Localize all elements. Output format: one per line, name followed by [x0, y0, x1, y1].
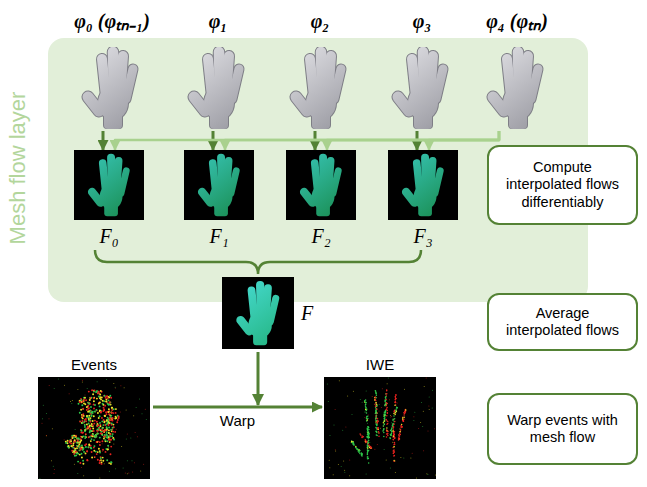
hand-mesh: φ₁	[186, 47, 250, 129]
event-image: Events	[38, 377, 150, 479]
flow-illustration	[222, 277, 294, 349]
image-title: Events	[71, 357, 117, 374]
hand-mesh: φ₃	[390, 47, 454, 129]
hand-illustration	[485, 47, 549, 129]
flow-illustration	[184, 150, 254, 220]
hand-mesh: φ₄ (φₜₙ)	[485, 47, 549, 129]
step-text: Compute interpolated flows differentiabl…	[497, 159, 628, 211]
state-label: φ₃	[413, 10, 432, 32]
hand-illustration	[80, 47, 144, 129]
state-label: φ₀ (φₜₙ₋₁)	[74, 10, 150, 32]
hand-mesh: φ₂	[288, 47, 352, 129]
flow-arrow	[153, 406, 322, 409]
flow-illustration	[286, 150, 356, 220]
average-arrow	[257, 352, 260, 405]
step-text: Average interpolated flows	[497, 305, 628, 340]
edge-label: Warp	[218, 413, 257, 430]
image-title: IWE	[366, 357, 394, 374]
state-label: φ₁	[209, 10, 228, 32]
flow-image: F₁	[184, 150, 254, 220]
state-label: φ₂	[311, 10, 330, 32]
flow-label: F₀	[99, 226, 118, 246]
hand-mesh: φ₀ (φₜₙ₋₁)	[80, 47, 144, 129]
flow-image: F₀	[74, 150, 144, 220]
flow-label: F₃	[413, 226, 432, 246]
flow-label: F₂	[311, 226, 330, 246]
state-label: φ₄ (φₜₙ)	[486, 10, 548, 32]
flow-illustration	[388, 150, 458, 220]
flow-label: F	[301, 303, 313, 323]
flow-image: F₂	[286, 150, 356, 220]
average-flow-image: F	[222, 277, 294, 349]
flow-arrow	[102, 131, 105, 150]
step-box: Compute interpolated flows differentiabl…	[487, 145, 638, 225]
step-text: Warp events with mesh flow	[497, 412, 628, 447]
hand-illustration	[288, 47, 352, 129]
flow-illustration	[74, 150, 144, 220]
step-box: Warp events with mesh flow	[487, 393, 638, 465]
event-illustration	[38, 377, 150, 479]
hand-illustration	[390, 47, 454, 129]
step-box: Average interpolated flows	[487, 293, 638, 351]
event-illustration	[324, 377, 436, 479]
flow-image: F₃	[388, 150, 458, 220]
iwe-image: IWE	[324, 377, 436, 479]
flow-label: F₁	[209, 226, 228, 246]
panel-title: Mesh flow layer	[5, 92, 31, 245]
hand-illustration	[186, 47, 250, 129]
